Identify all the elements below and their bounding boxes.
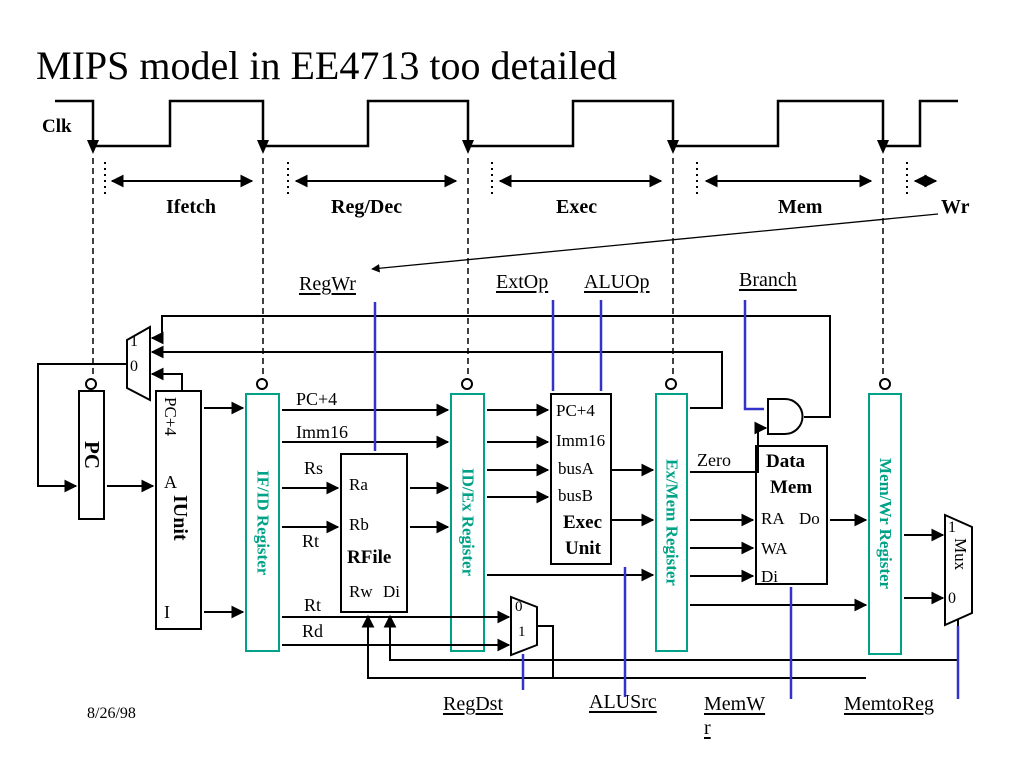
control-label-branch: Branch — [739, 269, 797, 291]
wb-mux-label: Mux — [951, 538, 970, 571]
rfile-title: RFile — [347, 547, 392, 568]
slide-date: 8/26/98 — [87, 705, 136, 722]
stage-label-regdec: Reg/Dec — [331, 196, 403, 218]
datamem-block: Data Mem RA Do WA Di — [755, 445, 828, 586]
slide-title: MIPS model in EE4713 too detailed — [36, 43, 618, 88]
wire-label-pc4: PC+4 — [296, 389, 338, 409]
iunit-title: IUnit — [169, 495, 191, 541]
clock-input-circles — [85, 378, 891, 390]
stage-label-wr: Wr — [941, 196, 970, 218]
datamem-title-line1: Data — [766, 451, 806, 472]
wire-label-rt-wb: Rt — [304, 595, 322, 615]
wire-label-imm16: Imm16 — [296, 422, 348, 442]
clock-label: Clk — [42, 116, 72, 137]
rfile-rb-port: Rb — [349, 515, 369, 534]
stage-label-ifetch: Ifetch — [166, 196, 216, 218]
stage-label-mem: Mem — [778, 196, 823, 218]
control-label-aluop: ALUOp — [584, 271, 650, 293]
wb-mux-input1-label: 1 — [948, 519, 956, 536]
exec-imm16-port: Imm16 — [556, 431, 606, 450]
iunit-i-port: I — [164, 602, 170, 622]
datamem-wa-port: WA — [761, 539, 788, 558]
idex-register-label: ID/Ex Register — [458, 468, 478, 577]
datamem-ra-port: RA — [761, 509, 785, 528]
control-label-memtoreg: MemtoReg — [844, 693, 934, 715]
wire-label-rt-dec: Rt — [302, 531, 320, 551]
pc-mux-input1-label: 1 — [130, 333, 138, 350]
control-label-regwr: RegWr — [299, 273, 356, 295]
memwr-register-label: Mem/Wr Register — [876, 458, 895, 590]
exmem-register: Ex/Mem Register — [655, 393, 688, 652]
clock-waveform — [55, 99, 958, 154]
rfile-ra-port: Ra — [349, 475, 368, 494]
datamem-di-port: Di — [761, 567, 778, 586]
stage-label-exec: Exec — [556, 196, 598, 218]
control-label-extop: ExtOp — [496, 271, 549, 293]
datamem-title-line2: Mem — [770, 477, 813, 498]
iunit-pc4-label: PC+4 — [161, 397, 180, 436]
idex-register: ID/Ex Register — [450, 393, 485, 652]
ifid-register-label: IF/ID Register — [253, 469, 273, 576]
pc-block-label: PC — [80, 441, 104, 469]
exec-unit-block: PC+4 Imm16 busA busB Exec Unit — [550, 393, 612, 565]
branch-and-gate — [767, 398, 804, 435]
datamem-do-port: Do — [799, 509, 820, 528]
wire-label-rd: Rd — [302, 621, 324, 641]
exec-busb-port: busB — [558, 486, 593, 505]
wb-mux-input0-label: 0 — [948, 590, 956, 607]
rfile-di-port: Di — [383, 582, 400, 601]
rfile-block: Ra Rb RFile Rw Di — [340, 453, 408, 613]
exec-pc4-port: PC+4 — [556, 401, 595, 420]
exec-title-line1: Exec — [563, 512, 603, 533]
iunit-block: PC+4 A IUnit I — [155, 390, 202, 630]
wire-label-zero: Zero — [697, 450, 731, 470]
control-label-memwr: MemW r — [704, 693, 766, 739]
iunit-a-port: A — [164, 472, 177, 492]
control-label-alusrc: ALUSrc — [589, 691, 657, 713]
regdst-mux-input0-label: 0 — [515, 599, 523, 615]
wire-label-rs: Rs — [304, 458, 324, 478]
rfile-rw-port: Rw — [349, 582, 373, 601]
exec-title-line2: Unit — [565, 538, 601, 559]
regwr-pointer-arrow — [371, 213, 939, 273]
regdst-mux-input1-label: 1 — [518, 624, 526, 640]
pc-mux-input0-label: 0 — [130, 358, 138, 375]
memwr-register: Mem/Wr Register — [868, 393, 902, 655]
exmem-register-label: Ex/Mem Register — [662, 459, 682, 586]
exec-busa-port: busA — [558, 459, 594, 478]
pc-block: PC — [78, 390, 105, 520]
ifid-register: IF/ID Register — [245, 393, 280, 652]
control-label-regdst: RegDst — [443, 693, 503, 715]
